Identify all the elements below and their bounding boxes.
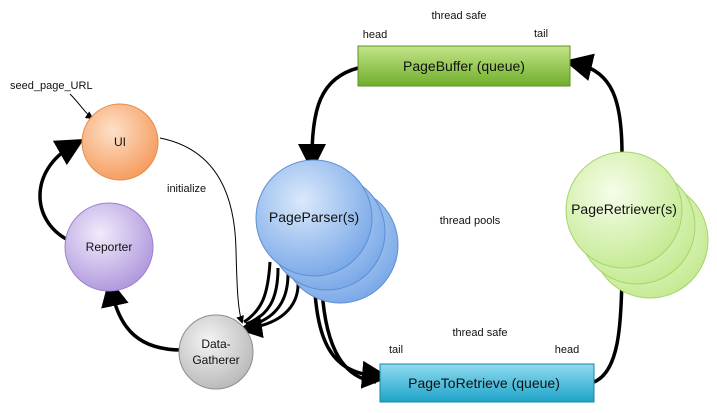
page-to-retrieve-queue: PageToRetrieve (queue) — [379, 363, 595, 403]
ui-label: UI — [114, 135, 126, 149]
page-retriever-pool: PageRetriever(s) — [565, 151, 709, 299]
page-retriever-front — [565, 151, 683, 269]
thread-safe-top-label: thread safe — [431, 10, 486, 22]
reporter-node: Reporter — [64, 202, 154, 292]
head-top-label: head — [363, 29, 387, 41]
seed-url-label: seed_page_URL — [10, 80, 93, 92]
initialize-line — [159, 137, 244, 324]
parser-to-gatherer-arrow-4 — [238, 279, 300, 339]
reporter-label: Reporter — [86, 240, 133, 254]
page-buffer-label: PageBuffer (queue) — [403, 58, 525, 74]
seed-arrow — [69, 93, 94, 120]
page-retriever-label: PageRetriever(s) — [571, 201, 677, 217]
page-to-retrieve-label: PageToRetrieve (queue) — [408, 375, 560, 391]
thread-safe-bottom-label: thread safe — [452, 327, 507, 339]
page-buffer-queue: PageBuffer (queue) — [357, 45, 571, 87]
page-parser-front — [255, 159, 373, 277]
retriever-to-buffer-arrow — [564, 53, 624, 155]
gatherer-to-reporter-arrow — [101, 278, 183, 352]
head-bottom-label: head — [555, 344, 579, 356]
data-gatherer-label-line1: Data- — [201, 337, 230, 351]
data-gatherer-node: Data- Gatherer — [178, 314, 254, 390]
buffer-to-parser-arrow — [298, 66, 359, 172]
page-parser-pool: PageParser(s) — [255, 159, 399, 304]
thread-pools-label: thread pools — [440, 215, 501, 227]
parser-to-retrieve-queue-arrow-2 — [320, 289, 377, 384]
tail-top-label: tail — [534, 28, 548, 40]
reporter-to-ui-arrow — [38, 139, 85, 242]
page-parser-label: PageParser(s) — [269, 209, 359, 225]
initialize-label: initialize — [167, 183, 206, 195]
ui-node: UI — [81, 103, 159, 181]
data-gatherer-label-line2: Gatherer — [192, 353, 239, 367]
tail-bottom-label: tail — [389, 344, 403, 356]
